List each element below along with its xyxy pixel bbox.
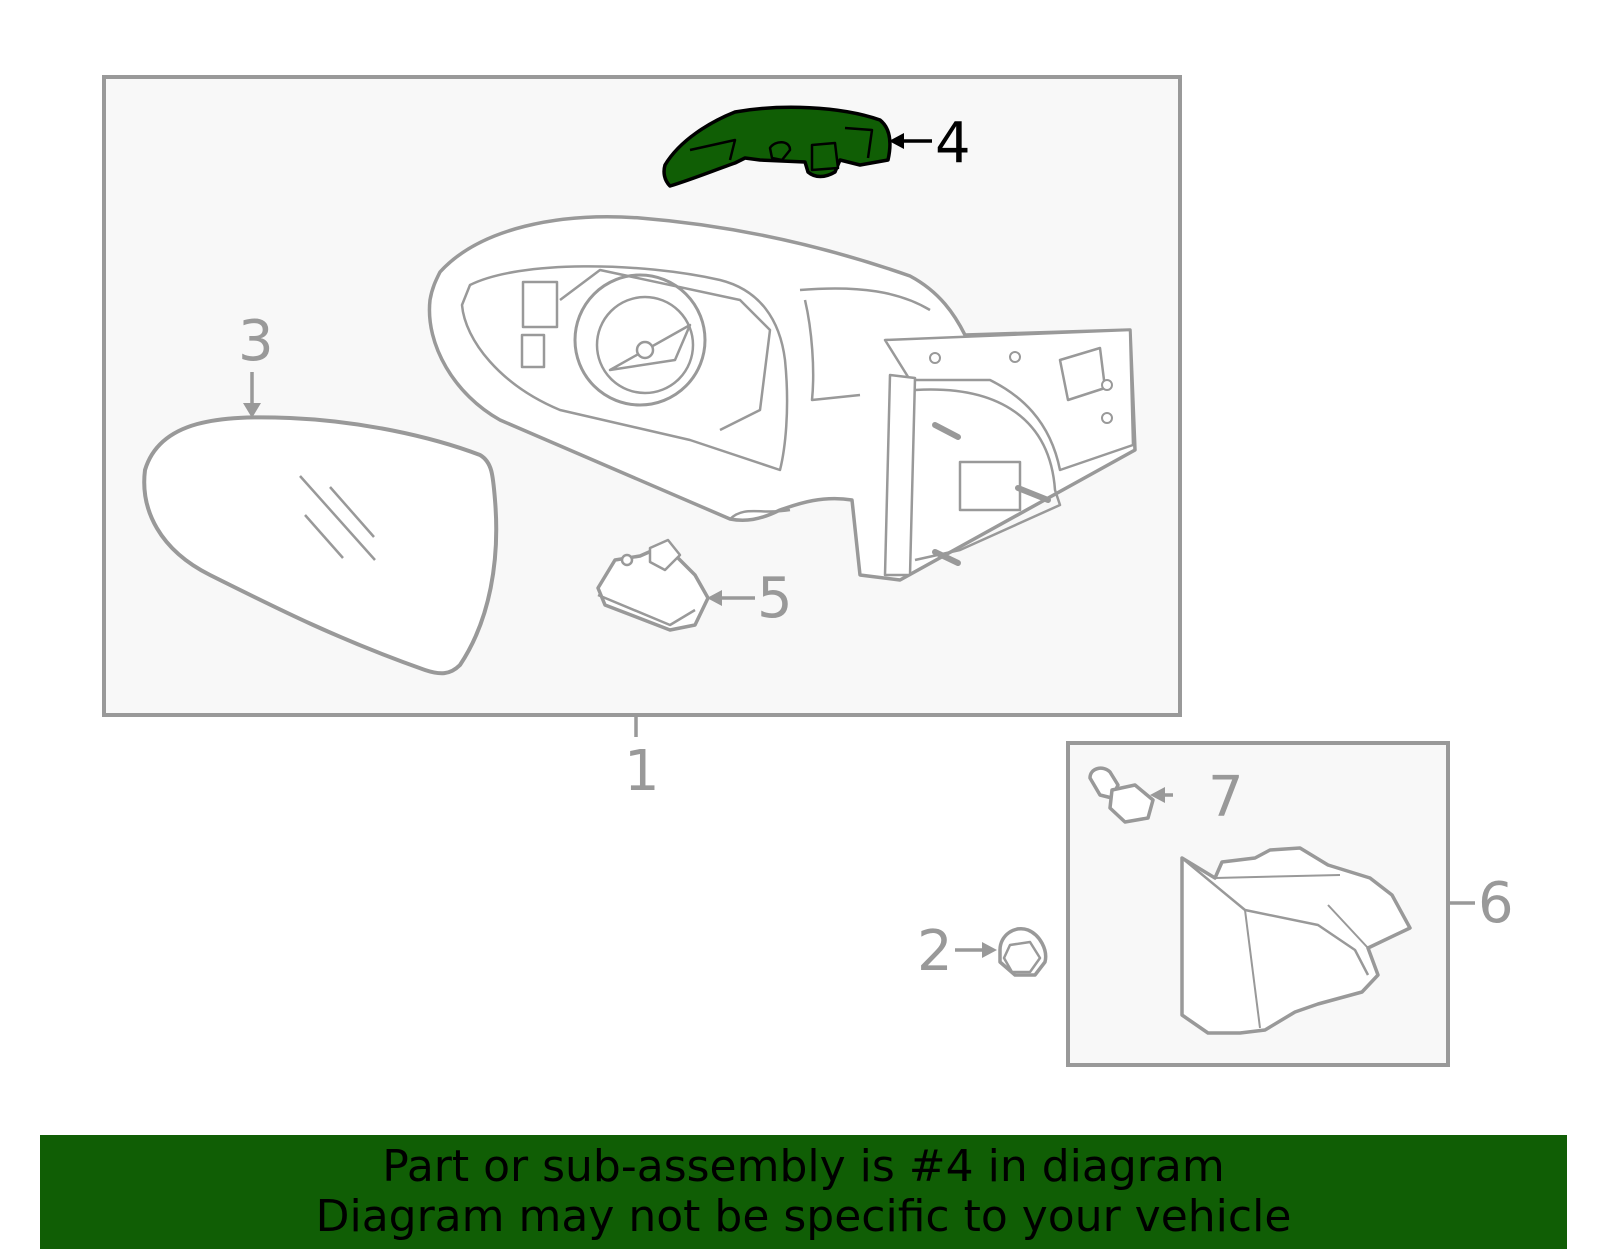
banner-line-2: Diagram may not be specific to your vehi…	[315, 1191, 1292, 1242]
callout-6[interactable]: 6	[1478, 871, 1514, 936]
socket-part-5[interactable]	[596, 538, 710, 632]
nut-part-2[interactable]	[998, 927, 1048, 977]
turn-signal-lamp-part-4[interactable]	[662, 105, 892, 188]
banner-line-1: Part or sub-assembly is #4 in diagram	[382, 1141, 1225, 1192]
callout-2[interactable]: 2	[917, 919, 953, 984]
callout-7[interactable]: 7	[1208, 765, 1244, 830]
bolt-part-7[interactable]	[1088, 766, 1155, 824]
callout-4[interactable]: 4	[935, 111, 971, 176]
mirror-housing-part-1[interactable]	[427, 215, 1137, 582]
mirror-glass-part-3[interactable]	[142, 415, 499, 676]
callout-1[interactable]: 1	[624, 739, 660, 804]
callout-5[interactable]: 5	[757, 566, 793, 631]
info-banner: Part or sub-assembly is #4 in diagram Di…	[40, 1135, 1567, 1249]
cover-part-6[interactable]	[1180, 846, 1412, 1035]
callout-3[interactable]: 3	[238, 309, 274, 374]
leader-line-4	[889, 133, 932, 149]
leader-lines	[243, 372, 1475, 958]
